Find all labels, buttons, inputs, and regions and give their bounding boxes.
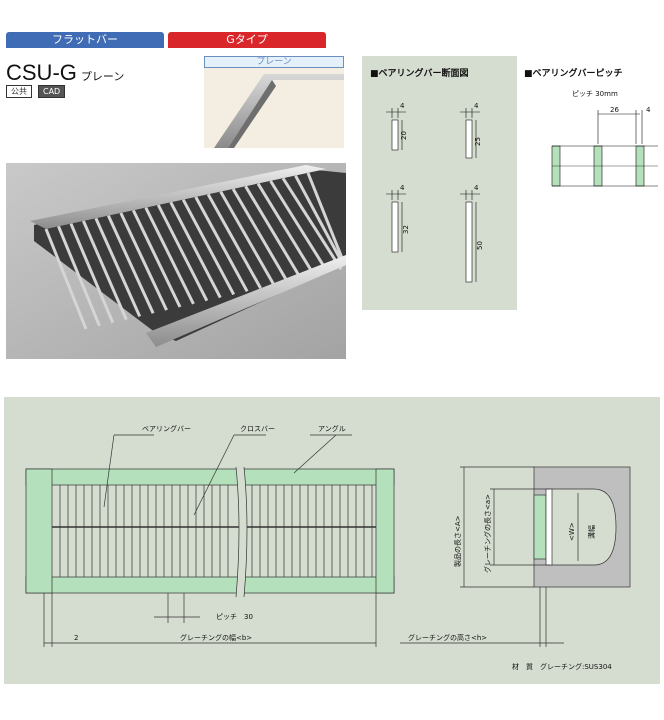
pitch-label: ピッチ 30mm	[572, 90, 618, 98]
photo-bearing-bar	[281, 177, 343, 271]
photo-bearing-bar	[144, 207, 195, 305]
section-height-50: 50	[476, 241, 484, 250]
section-thick-20: 4	[400, 102, 405, 110]
product-photo	[6, 163, 346, 359]
photo-bearing-bar	[294, 174, 346, 267]
photo-bearing-bar	[107, 215, 155, 314]
angle-bottom	[25, 576, 395, 594]
section-thick-25: 4	[474, 102, 479, 110]
material-note: 材 質 グレーチング:SUS304	[512, 662, 612, 671]
photo-bearing-bar	[256, 182, 316, 277]
width-dimension: グレーチングの幅<b>	[180, 633, 252, 642]
product-length: 製品の長さ<A>	[453, 515, 462, 567]
photo-bearing-bar	[156, 204, 209, 302]
flatbar-top-face	[214, 74, 344, 148]
section-title: ■ベアリングバー断面図	[370, 69, 469, 79]
grating-length: グレーチングの長さ<a>	[483, 494, 492, 573]
tab-flatbar[interactable]: フラットバー	[6, 32, 164, 48]
section-bar-32	[391, 201, 399, 253]
angle-right	[375, 468, 395, 594]
photo-bearing-bar	[69, 223, 115, 324]
bearing-bar-sections: 4 20 4 25 4 32 4 50	[386, 102, 484, 283]
section-bar-25	[465, 119, 473, 159]
photo-bearing-bar	[181, 198, 236, 296]
photo-bearing-bar	[306, 172, 346, 264]
label-cross-bar: クロスバー	[240, 425, 275, 433]
photo-bearing-bar	[82, 220, 128, 321]
photo-bearing-bar	[231, 188, 289, 283]
pitch-gap: 26	[610, 106, 619, 114]
section-height-32: 32	[402, 225, 410, 234]
flatbar-sample-image: プレーン	[204, 56, 344, 148]
section-thick-50: 4	[474, 184, 479, 192]
label-angle: アングル	[318, 424, 346, 433]
flatbar-side-face	[228, 80, 276, 148]
gutter-grating	[533, 494, 547, 560]
photo-bearing-bar	[119, 212, 168, 311]
w-dimension: <W>	[568, 522, 576, 541]
product-code: CSU-G	[6, 60, 77, 85]
cad-badge[interactable]: CAD	[38, 85, 66, 98]
section-height-25: 25	[474, 137, 482, 146]
sample-label: プレーン	[204, 56, 344, 68]
public-badge: 公共	[6, 85, 32, 98]
pitch-dimension: ピッチ 30	[216, 613, 253, 621]
section-height-20: 20	[400, 131, 408, 140]
pitch-thick: 4	[646, 106, 651, 114]
flatbar-sample-drawing	[214, 74, 344, 148]
product-subtitle: プレーン	[80, 71, 125, 83]
section-thick-32: 4	[400, 184, 405, 192]
pitch-diagram: ピッチ 30mm 26 4	[551, 90, 658, 187]
angle-frame-back	[30, 165, 326, 229]
section-bar-20	[391, 119, 399, 151]
photo-bearing-bar	[244, 185, 303, 280]
photo-bearing-bar	[57, 225, 101, 327]
height-dimension: グレーチングの高さ<h>	[408, 633, 487, 642]
dim-two: 2	[74, 634, 78, 642]
grating-bars	[44, 172, 346, 330]
photo-bearing-bar	[206, 193, 262, 289]
photo-bearing-bar	[131, 209, 182, 308]
photo-bearing-bar	[169, 201, 222, 299]
angle-left	[25, 468, 53, 594]
photo-bearing-bar	[219, 190, 276, 286]
angle-frame-front	[146, 255, 346, 347]
groove-width: 溝幅	[587, 525, 596, 539]
pitch-title: ■ベアリングバーピッチ	[524, 69, 623, 79]
photo-bearing-bar	[44, 228, 88, 330]
plan-bearing-bars	[59, 485, 373, 577]
section-bar-50	[465, 201, 473, 283]
photo-bearing-bar	[269, 180, 329, 274]
label-bearing-bar: ベアリングバー	[142, 424, 191, 433]
plan-drawing: ベアリングバー クロスバー アングル ピッチ 30 2 グレーチングの幅<b> …	[25, 424, 631, 671]
photo-bearing-bar	[194, 196, 249, 293]
photo-bearing-bar	[94, 217, 142, 318]
section-panel	[362, 56, 517, 310]
tab-gtype[interactable]: Gタイプ	[168, 32, 326, 48]
